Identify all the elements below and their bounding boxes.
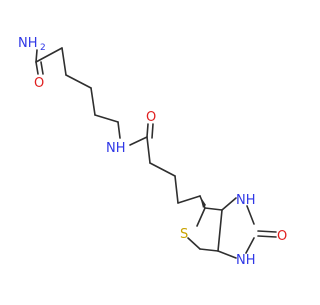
atom-label-nh2-sub: 2 — [40, 43, 46, 53]
structure-diagram: NH 2 O NH O S NH NH O — [18, 36, 287, 268]
atom-label-o2: O — [146, 110, 156, 125]
bond-n-c1 — [35, 49, 38, 63]
bond-urea-o — [257, 230, 277, 233]
atom-label-o1: O — [34, 76, 44, 91]
bond-chain-1 — [35, 47, 63, 63]
bond-chain-4 — [90, 87, 96, 116]
bond-chain-2 — [61, 47, 67, 76]
bond-chain-5 — [94, 114, 119, 123]
bond-ring-2 — [196, 207, 206, 227]
molecule-canvas: NH 2 O NH O S NH NH O — [18, 36, 287, 268]
atom-label-nh-bottom: NH — [236, 253, 256, 268]
bond-ring-fusion — [217, 209, 223, 252]
bond-c1-o-double — [40, 61, 44, 75]
bond-imid-4 — [245, 237, 255, 254]
bond-ring-s — [187, 237, 201, 250]
stereo-wedge — [200, 196, 206, 208]
bond-chain-3 — [65, 74, 92, 89]
bond-urea-o-double — [257, 235, 277, 238]
bond-c2-o — [146, 123, 149, 138]
bond-chain-7 — [146, 136, 151, 164]
bond-chain-9 — [174, 175, 179, 204]
bond-nh-c2 — [129, 136, 148, 146]
atom-label-urea-o: O — [277, 229, 287, 244]
bond-imid-2 — [246, 205, 255, 225]
atom-label-nh2: NH — [18, 36, 38, 51]
bond-ring-3 — [199, 248, 219, 252]
bond-lines — [35, 47, 277, 259]
atom-label-nh: NH — [106, 141, 126, 156]
atom-labels: NH 2 O NH O S NH NH O — [18, 36, 287, 268]
bond-c1-o — [35, 61, 39, 75]
bond-c2-o-double — [151, 123, 154, 139]
bond-imid-3 — [217, 250, 237, 259]
atom-label-s: S — [180, 227, 188, 242]
bond-ring-4 — [204, 207, 223, 211]
bond-chain-8 — [149, 162, 176, 177]
bond-chain-6 — [117, 121, 121, 139]
bond-chain-10 — [177, 195, 201, 204]
atom-label-nh-top: NH — [236, 193, 256, 208]
bond-imid-1 — [221, 197, 237, 211]
